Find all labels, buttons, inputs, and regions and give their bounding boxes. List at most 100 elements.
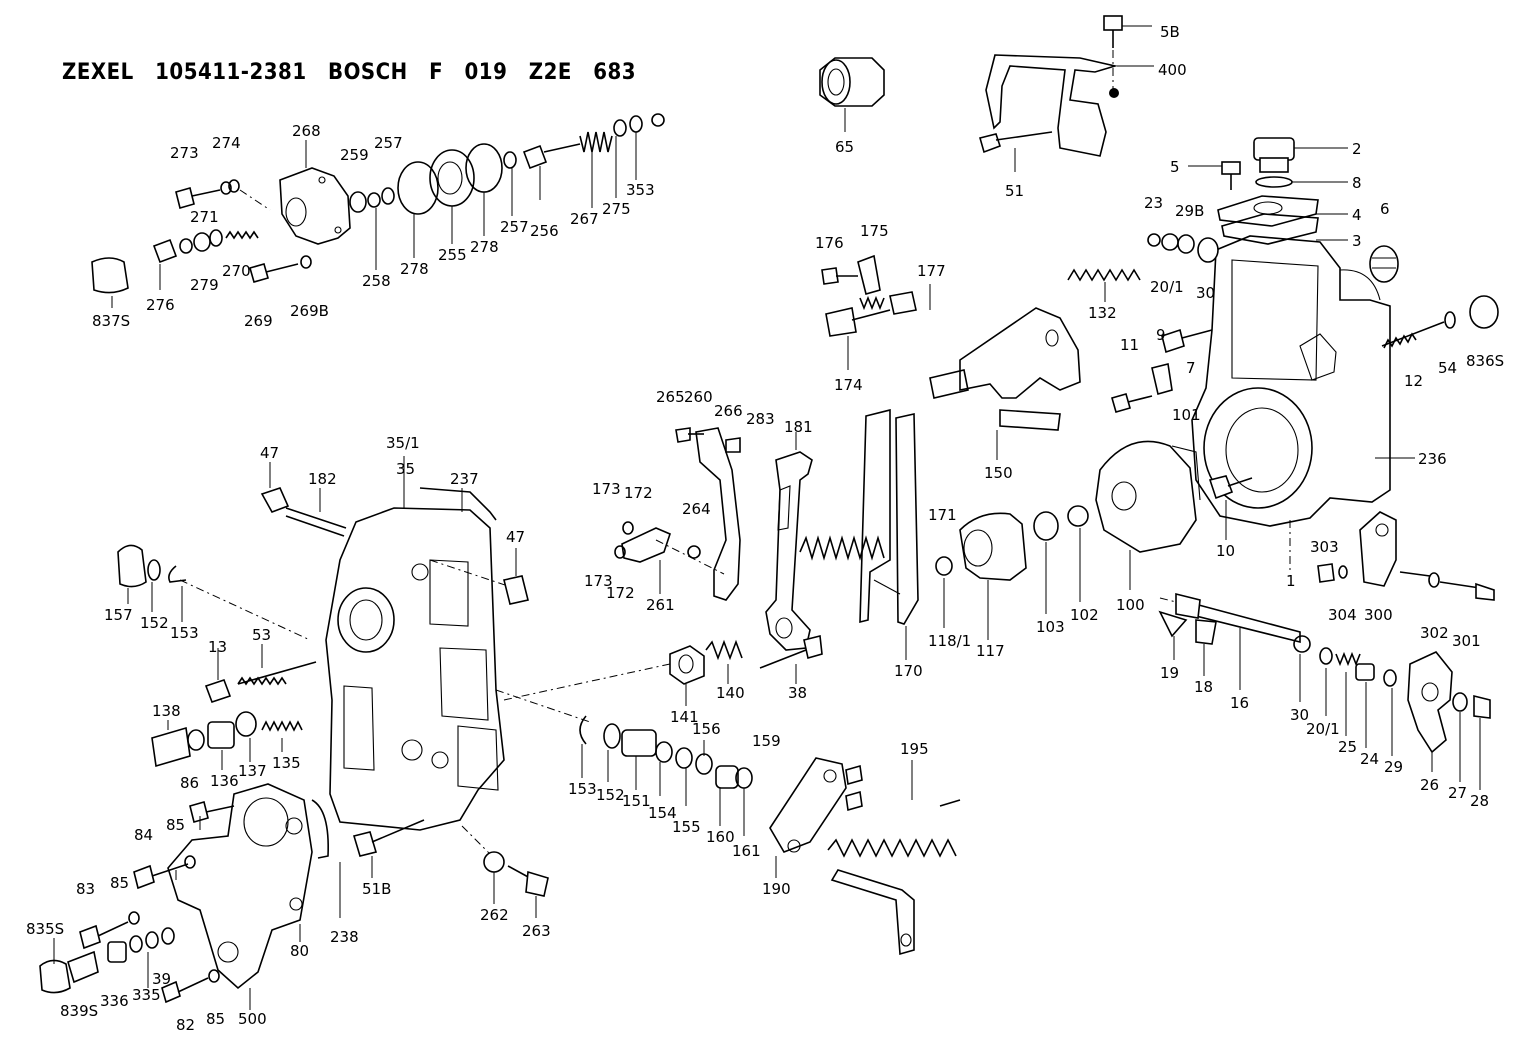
label-302: 302 (1420, 624, 1449, 642)
label-140: 140 (716, 684, 745, 702)
part-6-plug (1369, 245, 1399, 283)
label-304: 304 (1328, 606, 1357, 624)
label-135: 135 (272, 754, 301, 772)
part-174-175-linkage (821, 254, 931, 370)
label-38: 38 (788, 684, 807, 702)
label-4: 4 (1352, 206, 1362, 224)
label-83: 83 (76, 880, 95, 898)
label-118-1: 118/1 (928, 632, 971, 650)
label-152-b: 152 (596, 786, 625, 804)
label-264: 264 (682, 500, 711, 518)
label-47-b: 47 (506, 528, 525, 546)
label-8: 8 (1352, 174, 1362, 192)
label-271: 271 (190, 208, 219, 226)
label-85-b: 85 (110, 874, 129, 892)
label-7: 7 (1186, 359, 1196, 377)
label-20-1-lower: 20/1 (1306, 720, 1340, 738)
label-11: 11 (1120, 336, 1139, 354)
label-257-b: 257 (500, 218, 529, 236)
part-140-141-screws (669, 635, 823, 706)
label-237: 237 (450, 470, 479, 488)
label-176: 176 (815, 234, 844, 252)
label-16: 16 (1230, 694, 1249, 712)
part-400-bracket (979, 15, 1154, 172)
part-16-shaft-assembly (1158, 592, 1301, 690)
part-100-cam-disc (1095, 440, 1201, 590)
label-174: 174 (834, 376, 863, 394)
label-20-1-upper: 20/1 (1150, 278, 1184, 296)
label-175: 175 (860, 222, 889, 240)
label-138: 138 (152, 702, 181, 720)
label-141: 141 (670, 708, 699, 726)
label-159: 159 (752, 732, 781, 750)
label-3: 3 (1352, 232, 1362, 250)
label-150: 150 (984, 464, 1013, 482)
label-275: 275 (602, 200, 631, 218)
label-30-upper: 30 (1196, 284, 1215, 302)
part-30-20-25-24-29-stack (1293, 635, 1397, 756)
label-274: 274 (212, 134, 241, 152)
label-173-a: 173 (592, 480, 621, 498)
label-53: 53 (252, 626, 271, 644)
label-257-a: 257 (374, 134, 403, 152)
label-156: 156 (692, 720, 721, 738)
label-182: 182 (308, 470, 337, 488)
label-263: 263 (522, 922, 551, 940)
diagram-title: ZEXEL 105411-2381 BOSCH F 019 Z2E 683 (62, 60, 637, 85)
label-1: 1 (1286, 572, 1296, 590)
part-151-161-stack (579, 715, 753, 836)
label-154: 154 (648, 804, 677, 822)
label-54: 54 (1438, 359, 1457, 377)
label-136: 136 (210, 772, 239, 790)
label-278-b: 278 (470, 238, 499, 256)
label-160: 160 (706, 828, 735, 846)
label-85-a: 85 (166, 816, 185, 834)
part-255-278-seal-stack (349, 113, 665, 270)
label-172-a: 172 (624, 484, 653, 502)
label-24: 24 (1360, 750, 1379, 768)
label-2: 2 (1352, 140, 1362, 158)
label-103: 103 (1036, 618, 1065, 636)
part-12-54-836S-stud (1381, 295, 1499, 349)
label-19: 19 (1160, 664, 1179, 682)
label-6: 6 (1380, 200, 1390, 218)
label-190: 190 (762, 880, 791, 898)
label-161: 161 (732, 842, 761, 860)
label-266: 266 (714, 402, 743, 420)
part-23-29B-30-washers (1147, 233, 1219, 263)
label-86: 86 (180, 774, 199, 792)
label-153-a: 153 (170, 624, 199, 642)
label-265: 265 (656, 388, 685, 406)
label-258: 258 (362, 272, 391, 290)
part-51B-262-263-bolts (352, 819, 549, 918)
part-13-53-stud (204, 644, 317, 704)
label-336: 336 (100, 992, 129, 1010)
label-30-lower: 30 (1290, 706, 1309, 724)
label-400: 400 (1158, 61, 1187, 79)
label-835S: 835S (26, 920, 64, 938)
label-155: 155 (672, 818, 701, 836)
label-260: 260 (684, 388, 713, 406)
part-80-500-bracket (167, 783, 341, 1010)
label-269B: 269B (290, 302, 329, 320)
label-47-a: 47 (260, 444, 279, 462)
label-278-a: 278 (400, 260, 429, 278)
part-2-plug-and-cover (1188, 137, 1348, 245)
label-65: 65 (835, 138, 854, 156)
part-35-governor-housing (179, 456, 671, 831)
label-255: 255 (438, 246, 467, 264)
label-51: 51 (1005, 182, 1024, 200)
label-5B: 5B (1160, 23, 1180, 41)
part-170-governor-lever (859, 408, 919, 660)
part-268-cover-group (91, 140, 351, 308)
label-353: 353 (626, 181, 655, 199)
label-84: 84 (134, 826, 153, 844)
label-132: 132 (1088, 304, 1117, 322)
label-269: 269 (244, 312, 273, 330)
part-300-sensor-group (1317, 511, 1495, 601)
label-268: 268 (292, 122, 321, 140)
label-181: 181 (784, 418, 813, 436)
label-23: 23 (1144, 194, 1163, 212)
label-335: 335 (132, 986, 161, 1004)
